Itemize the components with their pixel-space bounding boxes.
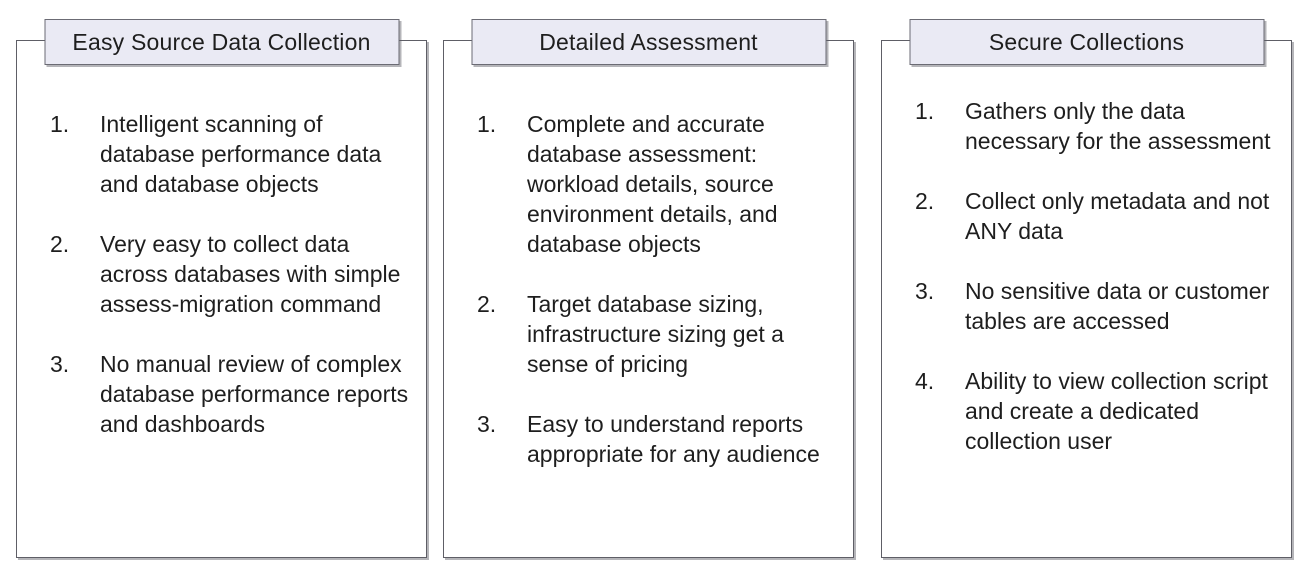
panel-header: Easy Source Data Collection — [44, 19, 399, 65]
feature-list: 1. Gathers only the data necessary for t… — [915, 96, 1279, 456]
list-item: 1. Gathers only the data necessary for t… — [915, 96, 1279, 156]
list-item: 3. Easy to understand reports appropriat… — [477, 409, 841, 469]
item-number: 3. — [915, 278, 935, 304]
item-text: No manual review of complex database per… — [100, 351, 409, 437]
panel-title: Secure Collections — [988, 28, 1185, 55]
item-text: No sensitive data or customer tables are… — [965, 278, 1270, 334]
list-item: 3. No manual review of complex database … — [50, 349, 414, 439]
panel-header: Secure Collections — [909, 19, 1264, 65]
panel-secure-collections: Secure Collections 1. Gathers only the d… — [881, 19, 1292, 558]
panel-body: 1. Gathers only the data necessary for t… — [881, 40, 1292, 558]
list-item: 2. Target database sizing, infrastructur… — [477, 289, 841, 379]
item-number: 2. — [477, 291, 497, 317]
item-number: 4. — [915, 368, 935, 394]
panel-title: Detailed Assessment — [539, 28, 758, 55]
panel-easy-source-data-collection: Easy Source Data Collection 1. Intellige… — [16, 19, 427, 558]
item-text: Very easy to collect data across databas… — [100, 231, 401, 317]
item-number: 2. — [915, 188, 935, 214]
item-text: Target database sizing, infrastructure s… — [527, 291, 784, 377]
list-item: 4. Ability to view collection script and… — [915, 366, 1279, 456]
list-item: 3. No sensitive data or customer tables … — [915, 276, 1279, 336]
item-text: Collect only metadata and not ANY data — [965, 188, 1270, 244]
item-text: Gathers only the data necessary for the … — [965, 98, 1271, 154]
item-text: Easy to understand reports appropriate f… — [527, 411, 820, 467]
item-number: 3. — [50, 351, 70, 377]
panel-detailed-assessment: Detailed Assessment 1. Complete and accu… — [443, 19, 854, 558]
item-number: 2. — [50, 231, 70, 257]
feature-list: 1. Intelligent scanning of database perf… — [50, 109, 414, 439]
list-item: 2. Collect only metadata and not ANY dat… — [915, 186, 1279, 246]
feature-list: 1. Complete and accurate database assess… — [477, 109, 841, 469]
panel-title: Easy Source Data Collection — [72, 28, 371, 55]
panel-body: 1. Complete and accurate database assess… — [443, 40, 854, 558]
item-number: 1. — [915, 98, 935, 124]
panel-body: 1. Intelligent scanning of database perf… — [16, 40, 427, 558]
item-text: Intelligent scanning of database perform… — [100, 111, 382, 197]
list-item: 1. Complete and accurate database assess… — [477, 109, 841, 259]
item-text: Ability to view collection script and cr… — [965, 368, 1268, 454]
item-number: 3. — [477, 411, 497, 437]
item-number: 1. — [477, 111, 497, 137]
list-item: 2. Very easy to collect data across data… — [50, 229, 414, 319]
panel-header: Detailed Assessment — [471, 19, 826, 65]
item-text: Complete and accurate database assessmen… — [527, 111, 778, 257]
list-item: 1. Intelligent scanning of database perf… — [50, 109, 414, 199]
item-number: 1. — [50, 111, 70, 137]
